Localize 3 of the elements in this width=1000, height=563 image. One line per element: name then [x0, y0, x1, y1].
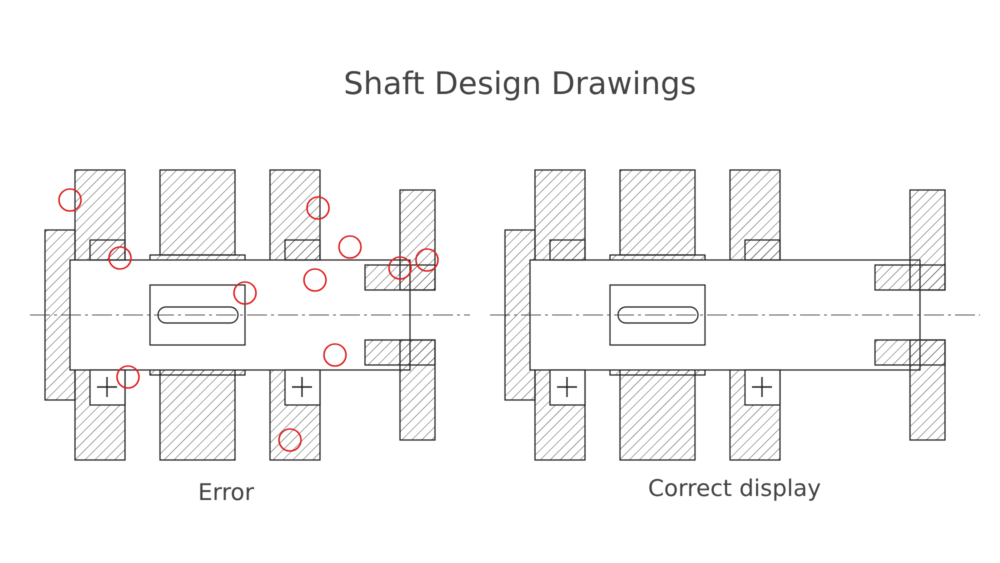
diagram-title: Shaft Design Drawings: [342, 66, 698, 102]
drawing-caption: Error: [198, 480, 254, 506]
drawing-caption: Correct display: [648, 476, 821, 502]
